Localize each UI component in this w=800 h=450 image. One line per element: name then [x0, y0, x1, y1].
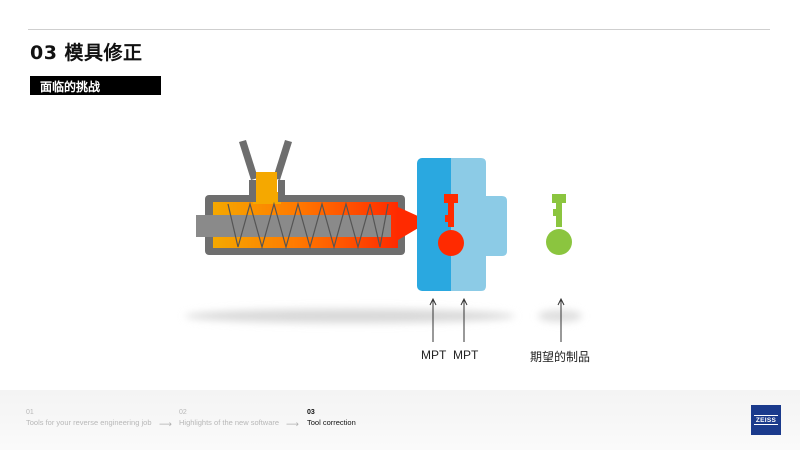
mold-fixed-half — [417, 158, 459, 291]
nav-step-03[interactable]: 03 Tool correction — [307, 408, 356, 428]
label-desired-product: 期望的制品 — [530, 350, 591, 364]
desired-product — [546, 194, 572, 255]
nav-step-02[interactable]: 02 Highlights of the new software — [179, 408, 279, 428]
arrow-desired-product — [557, 297, 565, 342]
nav-arrow-icon: ⟶ — [159, 420, 172, 430]
arrow-mpt-right — [460, 297, 468, 342]
label-mpt-left: MPT — [421, 348, 447, 362]
footer-navigation: 01 Tools for your reverse engineering jo… — [0, 390, 800, 450]
section-subtitle-bar: 面临的挑战 — [30, 76, 161, 95]
page-title: 03 模具修正 — [30, 42, 143, 64]
nav-step-01[interactable]: 01 Tools for your reverse engineering jo… — [26, 408, 152, 428]
nav-arrow-icon: ⟶ — [286, 420, 299, 430]
label-mpt-right: MPT — [453, 348, 479, 362]
molded-part-actual — [438, 194, 464, 256]
nav-step-label: Tools for your reverse engineering job — [26, 418, 152, 427]
screw-shaft — [196, 215, 391, 237]
nav-step-label: Highlights of the new software — [179, 418, 280, 427]
mold-moving-half — [451, 158, 507, 291]
injection-molding-diagram — [185, 140, 582, 342]
nav-step-number: 01 — [26, 409, 34, 416]
product-shadow — [538, 310, 582, 322]
header-divider — [28, 29, 770, 30]
nav-step-number: 03 — [307, 409, 315, 416]
section-subtitle: 面临的挑战 — [40, 80, 101, 94]
machine-shadow — [185, 309, 515, 323]
zeiss-logo: ZEISS — [751, 405, 781, 435]
nav-step-label: Tool correction — [307, 418, 356, 427]
nav-step-number: 02 — [179, 409, 187, 416]
arrow-mpt-left — [429, 297, 437, 342]
screw-flights — [227, 201, 389, 250]
